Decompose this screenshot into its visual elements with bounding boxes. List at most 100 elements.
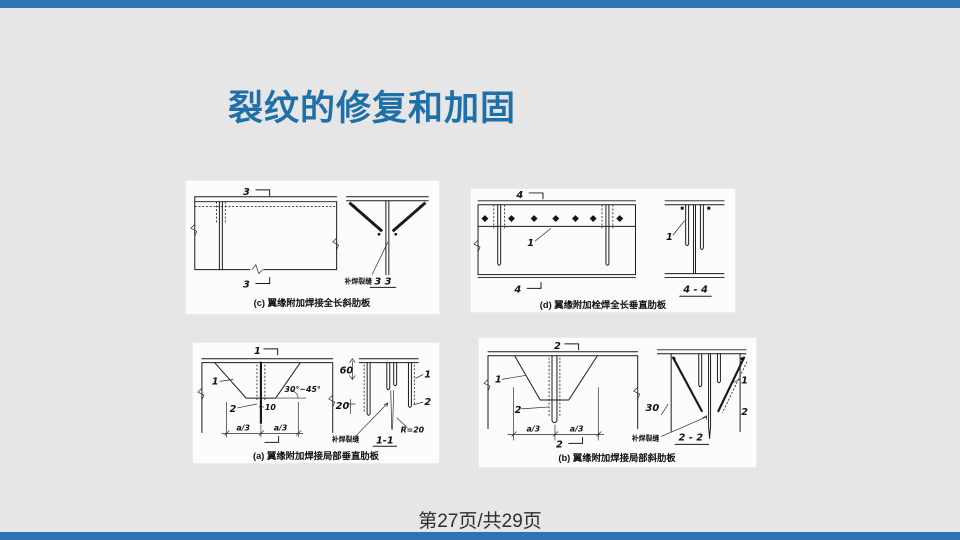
figure-b-local-diagonal-rib: 1 2 a/3 a/3 2 2 30 1 2 补焊裂缝 — [478, 337, 757, 468]
center-plates — [698, 353, 721, 388]
weld-dot — [418, 205, 422, 208]
part-2-leader — [521, 406, 550, 410]
section-flange-lines — [358, 358, 419, 364]
break-marks — [190, 224, 340, 275]
part-1-section-label: 1 — [666, 232, 673, 243]
section-cut-top-tick — [255, 189, 271, 197]
break-marks — [483, 379, 641, 400]
beam-flange-lines — [194, 196, 338, 203]
section-cut-top-tick — [564, 343, 580, 351]
weld-dot — [394, 232, 398, 236]
dimension-lines — [221, 402, 304, 438]
weld-seam-dashes — [493, 204, 614, 229]
top-accent-bar — [0, 0, 960, 8]
stiffener-lines — [497, 204, 610, 266]
bolt-diamond — [481, 215, 489, 222]
section-cut-top-tick — [263, 348, 279, 356]
section-cut-bottom-tick — [526, 281, 542, 289]
dim-20-ticks — [346, 399, 356, 414]
radius-leader — [396, 417, 408, 428]
section-flange-lines — [664, 200, 725, 279]
dim-30-label: 30 — [646, 403, 660, 414]
part-2-label: 2 — [229, 404, 236, 415]
section-cut-top-label: 2 — [554, 341, 561, 352]
dim-a3-right: a/3 — [274, 424, 288, 433]
radius-label: R=20 — [401, 426, 425, 435]
part-1-leader — [534, 228, 552, 242]
part-2-leader — [237, 403, 258, 409]
section-cut-top-label: 4 — [515, 190, 523, 201]
part-1-label: 1 — [212, 376, 219, 387]
break-marks — [197, 388, 336, 408]
bolt-dot — [707, 206, 711, 210]
weld-note-leader — [355, 402, 389, 437]
section-cut-bottom-label: 2 — [556, 439, 563, 450]
weld-dot — [352, 205, 356, 208]
weld-note-leader — [371, 241, 389, 275]
dimension-lines — [507, 387, 605, 441]
angle-arc — [276, 389, 307, 399]
beam-outline — [201, 358, 334, 433]
section-cut-top-tick — [528, 192, 544, 200]
diagonal-rib-plates — [348, 201, 427, 233]
center-plates — [386, 362, 398, 391]
figure-d-caption: (d) 翼缘附加栓焊全长垂直肋板 — [540, 299, 667, 310]
rib-plates — [366, 362, 412, 416]
weld-dot — [377, 232, 381, 236]
part-2-section-label: 2 — [741, 407, 748, 418]
section-cut-bottom-label: 3 — [243, 279, 250, 290]
weld-seam-dashes — [194, 201, 337, 223]
part-1-leader — [501, 375, 526, 380]
dim-a3-left: a/3 — [526, 425, 540, 434]
section-title: 2 - 2 — [679, 432, 704, 443]
figure-a-caption: (a) 翼缘附加焊接局部垂直肋板 — [253, 450, 380, 461]
part-1-label: 1 — [527, 238, 534, 249]
angle-label: 30°~45° — [285, 385, 321, 394]
page-indicator: 第27页/共29页 — [418, 511, 542, 532]
bolt-diamond — [508, 215, 515, 222]
beam-outline — [487, 351, 639, 430]
bolt-diamond — [616, 215, 624, 222]
figure-c-drawing: 3 3 补焊裂缝 3 3 (c) 翼缘附加焊接全长斜肋板 — [190, 187, 429, 308]
bolt-diamond — [572, 215, 579, 222]
dim-a3-right: a/3 — [570, 425, 584, 434]
section-web-lines — [693, 204, 696, 275]
part-1-section-label: 1 — [741, 375, 748, 386]
dim-60-label: 60 — [340, 365, 354, 376]
section-web-lines — [385, 200, 390, 276]
figure-d-full-length-vertical-rib: 1 4 4 1 4 - 4 (d) 翼缘附加栓焊全长垂直肋板 — [470, 188, 736, 313]
weld-note: 补焊裂缝 — [331, 434, 360, 443]
weld-note: 补焊裂缝 — [344, 276, 373, 285]
weld-dot — [740, 357, 744, 361]
part-2-section-leader — [413, 401, 424, 406]
figure-c-full-length-diagonal-rib: 3 3 补焊裂缝 3 3 (c) 翼缘附加焊接全长斜肋板 — [185, 180, 440, 315]
gusset-trapezoid — [514, 355, 598, 401]
section-outer-plates — [670, 353, 741, 433]
bolt-dot — [680, 206, 684, 210]
figure-c-caption: (c) 翼缘附加焊接全长斜肋板 — [254, 297, 371, 308]
section-cut-bottom-tick — [264, 435, 280, 443]
dim-30-tick — [661, 403, 669, 415]
section-title: 1-1 — [376, 435, 394, 446]
section-cut-bottom-tick — [568, 436, 584, 444]
slide-title: 裂纹的修复和加固 — [228, 89, 517, 128]
figure-b-caption: (b) 翼缘附加焊接局部斜肋板 — [558, 452, 676, 463]
part-1-section-leader — [415, 374, 424, 379]
part-1-leader — [219, 379, 234, 382]
figure-b-drawing: 1 2 a/3 a/3 2 2 30 1 2 补焊裂缝 — [483, 341, 748, 463]
diagonal-rib-plates — [671, 356, 746, 413]
bolt-diamond — [589, 215, 597, 222]
weld-note: 补焊裂缝 — [631, 433, 660, 442]
section-cut-top-label: 3 — [243, 187, 250, 198]
beam-outline — [477, 200, 636, 279]
part-1-section-leader — [731, 379, 741, 384]
rib-weld-hatch — [721, 361, 748, 414]
section-title: 4 - 4 — [682, 284, 708, 295]
bolted-rib-plates — [685, 204, 704, 250]
stiffener-lines — [218, 201, 223, 271]
figure-d-drawing: 1 4 4 1 4 - 4 (d) 翼缘附加栓焊全长垂直肋板 — [473, 190, 725, 310]
bottom-accent-bar — [0, 532, 960, 540]
weld-note-leader — [661, 415, 707, 437]
part-2-label: 2 — [515, 405, 522, 416]
section-flange-lines — [656, 349, 747, 355]
